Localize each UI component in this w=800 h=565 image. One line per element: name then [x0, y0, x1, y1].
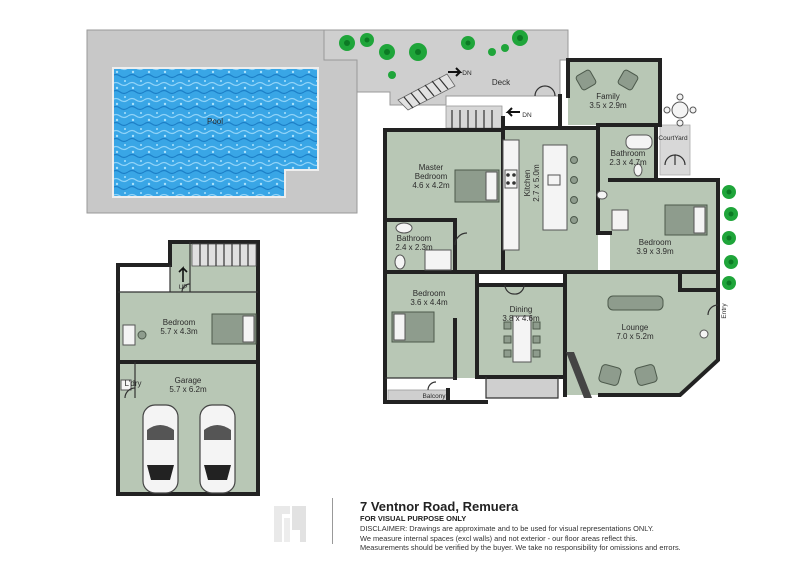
- disclaimer-line: DISCLAIMER: Drawings are approximate and…: [360, 524, 654, 533]
- entry-area: [680, 290, 718, 320]
- deck-stairs: [397, 73, 493, 128]
- tree-icon: [339, 30, 738, 290]
- family-room: [568, 60, 660, 125]
- lounge-room: [565, 272, 718, 395]
- sink-icon: [547, 174, 561, 186]
- courtyard-label: CourtYard: [658, 135, 688, 142]
- family-size: 3.5 x 2.9m: [589, 101, 627, 110]
- front-step-area: [485, 375, 559, 399]
- armchair-icon: [617, 69, 639, 91]
- garage-label: Garage: [175, 376, 202, 385]
- master-bedroom-size: 4.6 x 4.2m: [412, 181, 450, 190]
- lower-bedroom-label: Bedroom: [163, 318, 196, 327]
- pool-label: Pool: [207, 117, 223, 126]
- down-label: DN: [522, 112, 532, 119]
- company-logo-icon: [274, 506, 306, 542]
- deck-steps-lower: [445, 105, 503, 129]
- dining-size: 3.8 x 4.6m: [502, 314, 540, 323]
- deck-label: Deck: [492, 78, 511, 87]
- down-label: DN: [462, 70, 472, 77]
- washing-machine-icon: [120, 379, 132, 391]
- property-address: 7 Ventnor Road, Remuera: [360, 499, 519, 514]
- bedroom-mid-size: 3.6 x 4.4m: [410, 298, 448, 307]
- visual-purpose-note: FOR VISUAL PURPOSE ONLY: [360, 514, 467, 523]
- toilet-icon: [394, 254, 406, 270]
- basin-icon: [596, 190, 608, 200]
- kitchen-island: [542, 144, 568, 231]
- armchair-icon: [598, 364, 622, 386]
- stool-icon: [570, 156, 578, 164]
- bathroom-right-label: Bathroom: [611, 149, 646, 158]
- lounge-size: 7.0 x 5.2m: [616, 332, 654, 341]
- plan-labels: Pool Deck DN DN UP CourtYard Balcony Ent…: [124, 70, 728, 400]
- lower-level-walls: [116, 240, 260, 496]
- car-icon: [142, 404, 179, 494]
- bathroom-mid-size: 2.4 x 2.3m: [395, 243, 433, 252]
- kitchen-bench: [502, 139, 520, 251]
- courtyard-paving: [659, 124, 691, 176]
- lower-level-rooms: [118, 242, 258, 494]
- disclaimer-line: We measure internal spaces (excl walls) …: [360, 533, 638, 543]
- disclaimer-line: Measurements should be verified by the b…: [360, 543, 681, 553]
- master-bedroom-label-2: Bedroom: [415, 172, 448, 181]
- armchair-icon: [634, 364, 658, 386]
- toilet-icon: [633, 163, 643, 177]
- garage-size: 5.7 x 6.2m: [169, 385, 207, 394]
- furniture: [120, 69, 709, 494]
- bathtub-icon: [625, 134, 653, 150]
- bedroom-right-label: Bedroom: [639, 238, 672, 247]
- lounge-label: Lounge: [622, 323, 649, 332]
- balcony-label: Balcony: [422, 393, 446, 400]
- entry-label: Entry: [721, 303, 728, 319]
- sofa-icon: [607, 295, 664, 311]
- bathroom-right-size: 2.3 x 4.7m: [609, 158, 647, 167]
- swimming-pool: [112, 67, 319, 198]
- family-label: Family: [596, 92, 620, 101]
- down-arrow-icon: [448, 67, 520, 117]
- footer: 7 Ventnor Road, Remuera FOR VISUAL PURPO…: [360, 499, 780, 553]
- armchair-icon: [575, 69, 597, 91]
- shower-icon: [424, 249, 452, 271]
- dining-table-icon: [512, 315, 532, 363]
- up-arrow-icon: [178, 266, 188, 282]
- doors: [124, 85, 719, 399]
- main-house-walls: [383, 58, 720, 404]
- stair-icon: [566, 352, 592, 398]
- footer-divider: [332, 498, 333, 544]
- car-icon: [199, 404, 236, 494]
- cooktop-icon: [504, 169, 518, 189]
- side-table-icon: [699, 329, 709, 339]
- dining-label: Dining: [510, 305, 533, 314]
- kitchen-size: 2.7 x 5.0m: [532, 164, 541, 202]
- bedroom-mid-label: Bedroom: [413, 289, 446, 298]
- bathroom-mid-label: Bathroom: [397, 234, 432, 243]
- basin-icon: [395, 222, 413, 234]
- lower-bedroom-size: 5.7 x 4.3m: [160, 327, 198, 336]
- hallway: [455, 220, 503, 272]
- shower-icon: [611, 209, 629, 231]
- courtyard-table-icon: [671, 101, 689, 119]
- master-bedroom-label: Master: [419, 163, 444, 172]
- lower-stairs: [178, 243, 257, 282]
- desk-icon: [122, 324, 136, 346]
- laundry-label: L'dry: [124, 379, 141, 388]
- up-label: UP: [178, 284, 187, 291]
- kitchen-label: Kitchen: [523, 170, 532, 197]
- bedroom-right-size: 3.9 x 3.9m: [636, 247, 674, 256]
